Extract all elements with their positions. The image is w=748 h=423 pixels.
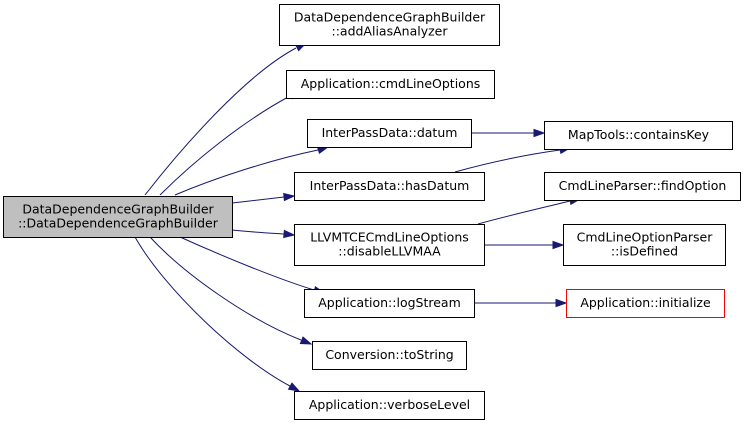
node-label: InterPassData::hasDatum xyxy=(310,178,470,193)
node-datum[interactable]: InterPassData::datum xyxy=(307,119,472,148)
edge-line xyxy=(149,236,302,341)
edge-disableLLVMAA-to-findOption xyxy=(477,196,582,225)
node-box[interactable] xyxy=(312,341,467,370)
arrowhead xyxy=(283,229,296,239)
arrowhead xyxy=(533,128,546,138)
node-label: ::addAliasAnalyzer xyxy=(331,24,448,39)
edge-line xyxy=(231,229,285,235)
edge-line xyxy=(174,149,319,196)
arrowhead xyxy=(283,192,296,202)
edge-logStream-to-initialize xyxy=(474,298,568,308)
node-label: MapTools::containsKey xyxy=(568,127,710,142)
node-label: Application::initialize xyxy=(580,295,711,310)
node-box[interactable] xyxy=(566,289,725,318)
node-label: InterPassData::datum xyxy=(322,125,458,140)
node-box[interactable] xyxy=(279,4,500,46)
edge-line xyxy=(144,47,297,196)
edge-hasDatum-to-containsKey xyxy=(454,145,572,173)
node-initialize[interactable]: Application::initialize xyxy=(566,289,725,318)
node-verboseLevel[interactable]: Application::verboseLevel xyxy=(294,391,485,420)
node-label: CmdLineParser::findOption xyxy=(559,178,727,193)
edge-disableLLVMAA-to-isDefined xyxy=(484,240,565,250)
node-box[interactable] xyxy=(544,121,733,150)
edge-line xyxy=(477,200,571,225)
edge-line xyxy=(454,149,561,173)
arrowhead xyxy=(287,382,301,392)
node-isDefined[interactable]: CmdLineOptionParser::isDefined xyxy=(563,224,726,266)
node-box[interactable] xyxy=(294,391,485,420)
nodes-layer: DataDependenceGraphBuilder::DataDependen… xyxy=(3,4,741,420)
node-label: DataDependenceGraphBuilder xyxy=(22,202,214,217)
node-box[interactable] xyxy=(304,289,475,318)
edge-root-to-verboseLevel xyxy=(134,236,301,392)
node-logStream[interactable]: Application::logStream xyxy=(304,289,475,318)
arrowhead xyxy=(552,240,565,250)
edge-line xyxy=(179,236,315,291)
edge-line xyxy=(134,236,291,387)
node-label: Application::cmdLineOptions xyxy=(301,76,481,91)
node-box[interactable] xyxy=(286,70,495,99)
node-label: Conversion::toString xyxy=(325,347,453,362)
node-findOption[interactable]: CmdLineParser::findOption xyxy=(544,172,741,201)
node-box[interactable] xyxy=(307,119,472,148)
arrowhead xyxy=(555,298,568,308)
node-label: ::DataDependenceGraphBuilder xyxy=(18,216,219,231)
edge-root-to-disableLLVMAA xyxy=(231,229,296,239)
node-disableLLVMAA[interactable]: LLVMTCECmdLineOptions::disableLLVMAA xyxy=(294,224,485,266)
node-box[interactable] xyxy=(563,224,726,266)
node-label: LLVMTCECmdLineOptions xyxy=(310,230,469,245)
node-containsKey[interactable]: MapTools::containsKey xyxy=(544,121,733,150)
node-hasDatum[interactable]: InterPassData::hasDatum xyxy=(294,172,485,201)
edge-root-to-toString xyxy=(149,236,313,345)
arrowhead xyxy=(299,336,313,345)
node-root[interactable]: DataDependenceGraphBuilder::DataDependen… xyxy=(3,196,233,238)
edge-root-to-hasDatum xyxy=(231,192,296,204)
node-box[interactable] xyxy=(294,172,485,201)
node-box[interactable] xyxy=(294,224,485,266)
node-label: ::isDefined xyxy=(611,244,678,259)
node-addAliasAnalyzer[interactable]: DataDependenceGraphBuilder::addAliasAnal… xyxy=(279,4,500,46)
node-label: DataDependenceGraphBuilder xyxy=(294,10,486,25)
node-label: Application::verboseLevel xyxy=(309,397,470,412)
node-box[interactable] xyxy=(544,172,741,201)
node-label: ::disableLLVMAA xyxy=(338,244,441,259)
node-label: CmdLineOptionParser xyxy=(577,230,714,245)
edge-datum-to-containsKey xyxy=(471,128,546,138)
edge-line xyxy=(231,196,285,204)
node-label: Application::logStream xyxy=(318,295,461,310)
edge-line xyxy=(159,95,291,196)
node-toString[interactable]: Conversion::toString xyxy=(312,341,467,370)
edge-root-to-addAliasAnalyzer xyxy=(144,42,308,196)
edge-root-to-cmdLineOptions xyxy=(159,90,302,196)
node-box[interactable] xyxy=(3,196,233,238)
node-cmdLineOptions[interactable]: Application::cmdLineOptions xyxy=(286,70,495,99)
